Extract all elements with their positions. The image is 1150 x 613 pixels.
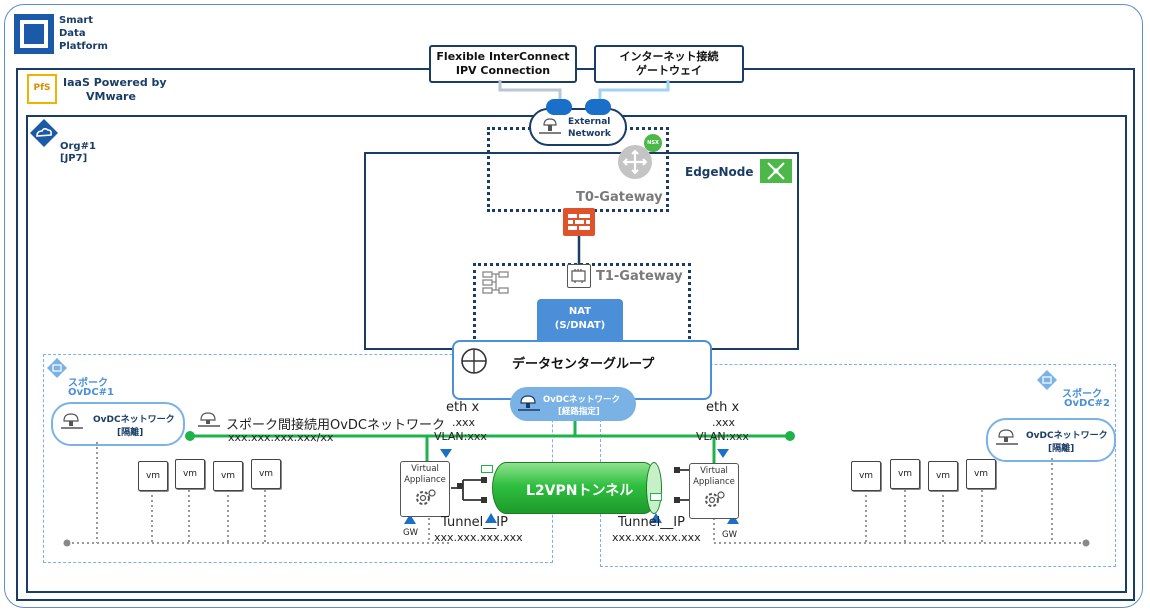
- smart-data-platform-logo-icon: [14, 14, 54, 54]
- outer-frame: [4, 4, 1143, 608]
- iaas-title-line2: VMware: [86, 90, 136, 103]
- vm-spoke1-4: vm: [251, 459, 281, 489]
- ovdc-isolated-icon-1: [61, 413, 83, 429]
- nat-label-line1: NAT: [568, 306, 592, 317]
- external-cloud-icon-left: [546, 99, 572, 115]
- gear-icon: [416, 489, 436, 505]
- eth-left-line1: eth x: [446, 400, 480, 415]
- vm-spoke1-2: vm: [175, 459, 205, 489]
- gw-label-right: GW: [722, 530, 737, 540]
- spoke-link-addr: xxx.xxx.xxx.xxx/xx: [228, 431, 334, 444]
- vm-spoke2-4: vm: [966, 459, 996, 489]
- external-network-line1: External: [568, 117, 611, 127]
- ovdc-isolated-network-2: OvDCネットワーク [隔離]: [986, 418, 1116, 462]
- virtual-appliance-right: Virtual Appliance: [689, 463, 739, 519]
- firewall-icon: [563, 208, 595, 236]
- eth-right-line2: .xxx: [712, 416, 736, 429]
- fic-label-line1: Flexible InterConnect: [436, 50, 570, 63]
- nat-box: NAT (S/DNAT): [537, 299, 623, 343]
- fic-label: Flexible InterConnect IPV Connection: [429, 45, 577, 83]
- brand-line2: Data: [59, 28, 86, 39]
- tunnel-ip-right-addr: xxx.xxx.xxx.xxx: [612, 531, 701, 544]
- ovdc-isolated-network-1: OvDCネットワーク [隔離]: [51, 402, 185, 446]
- vm-spoke1-3: vm: [213, 461, 243, 491]
- external-network-bubble: [529, 108, 627, 146]
- ovdc-routed-line2: [経路指定]: [558, 407, 600, 417]
- datacenter-group-icon: [460, 347, 488, 375]
- spoke1-label-line2: OvDC#1: [68, 387, 114, 398]
- vm-spoke2-2: vm: [890, 459, 920, 489]
- edgenode-label: EdgeNode: [685, 165, 754, 179]
- vm-spoke2-3: vm: [928, 461, 958, 491]
- internet-gateway-label: インターネット接続 ゲートウェイ: [594, 45, 744, 83]
- ovdc-isolated-1-line2: [隔離]: [117, 428, 144, 438]
- t1-gateway-label: T1-Gateway: [596, 269, 683, 284]
- external-network-line2: Network: [568, 129, 611, 139]
- tunnel-endpoint-icon-left: [481, 465, 493, 473]
- vm-spoke2-1: vm: [851, 461, 881, 491]
- eth-left-line2: .xxx: [452, 416, 476, 429]
- ovdc-routed-network: [510, 387, 636, 421]
- ovdc-isolated-2-line1: OvDCネットワーク: [1026, 431, 1108, 441]
- ovdc-isolated-icon-2: [996, 429, 1018, 445]
- nsx-badge-icon: NSX: [644, 134, 662, 152]
- ovdc-isolated-2-line2: [隔離]: [1048, 444, 1075, 454]
- spoke1-label-line1: スポーク: [68, 378, 108, 389]
- pfs-icon: PfS: [27, 74, 57, 104]
- tunnel-ip-left-title: Tunnel__IP: [441, 515, 508, 530]
- eth-right-line1: eth x: [706, 400, 740, 415]
- spoke2-icon: [1036, 369, 1058, 391]
- org-region: [JP7]: [60, 153, 88, 164]
- va-right-line2: Appliance: [693, 477, 735, 487]
- spoke-link-title: スポーク間接続用OvDCネットワーク: [226, 418, 446, 433]
- t0-router-icon: [618, 145, 652, 179]
- tunnel-endpoint-icon-right: [650, 493, 662, 501]
- spoke1-region: [43, 354, 553, 563]
- spoke2-label-line1: スポーク: [1062, 389, 1102, 400]
- brand-line1: Smart: [59, 15, 94, 26]
- fic-label-line2: IPV Connection: [455, 64, 551, 77]
- t1-topology-icon: [482, 270, 510, 296]
- tunnel-ip-left-addr: xxx.xxx.xxx.xxx: [434, 531, 523, 544]
- ovdc-routed-icon: [516, 392, 542, 414]
- virtual-appliance-left: Virtual Appliance: [400, 461, 450, 517]
- brand-line3: Platform: [59, 41, 108, 52]
- external-cloud-icon-right: [585, 99, 611, 115]
- l2vpn-label: L2VPNトンネル: [526, 483, 634, 499]
- ovdc-routed-line1: OvDCネットワーク: [543, 395, 621, 405]
- edgenode-icon: [760, 159, 792, 183]
- l2vpn-tunnel-end: [646, 462, 662, 514]
- eth-left-line3: VLAN:xxx: [434, 430, 487, 443]
- va-left-line1: Virtual: [411, 464, 439, 474]
- t1-router-icon: [567, 264, 591, 288]
- external-network-icon: [537, 115, 563, 137]
- iaas-title-line1: IaaS Powered by: [63, 76, 167, 89]
- spoke1-icon: [46, 357, 68, 379]
- gw-label-left: GW: [403, 528, 418, 538]
- t0-gateway-label: T0-Gateway: [576, 190, 663, 205]
- org-cloud-icon: [29, 118, 59, 148]
- vm-spoke1-1: vm: [138, 461, 168, 491]
- inet-label-line1: インターネット接続: [619, 50, 719, 63]
- spoke-link-network-icon: [196, 410, 222, 430]
- nat-label-line2: (S/DNAT): [554, 320, 606, 331]
- eth-right-line3: VLAN:xxx: [696, 430, 749, 443]
- gear-icon: [705, 491, 725, 507]
- inet-label-line2: ゲートウェイ: [636, 64, 702, 77]
- l2vpn-tunnel: [492, 462, 658, 514]
- org-name: Org#1: [60, 141, 96, 152]
- ovdc-isolated-1-line1: OvDCネットワーク: [93, 415, 175, 425]
- datacenter-group-label: データセンターグループ: [512, 357, 655, 372]
- spoke2-label-line2: OvDC#2: [1064, 398, 1110, 409]
- va-right-line1: Virtual: [700, 466, 728, 476]
- va-left-line2: Appliance: [404, 475, 446, 485]
- tunnel-ip-right-title: Tunnel__IP: [618, 515, 685, 530]
